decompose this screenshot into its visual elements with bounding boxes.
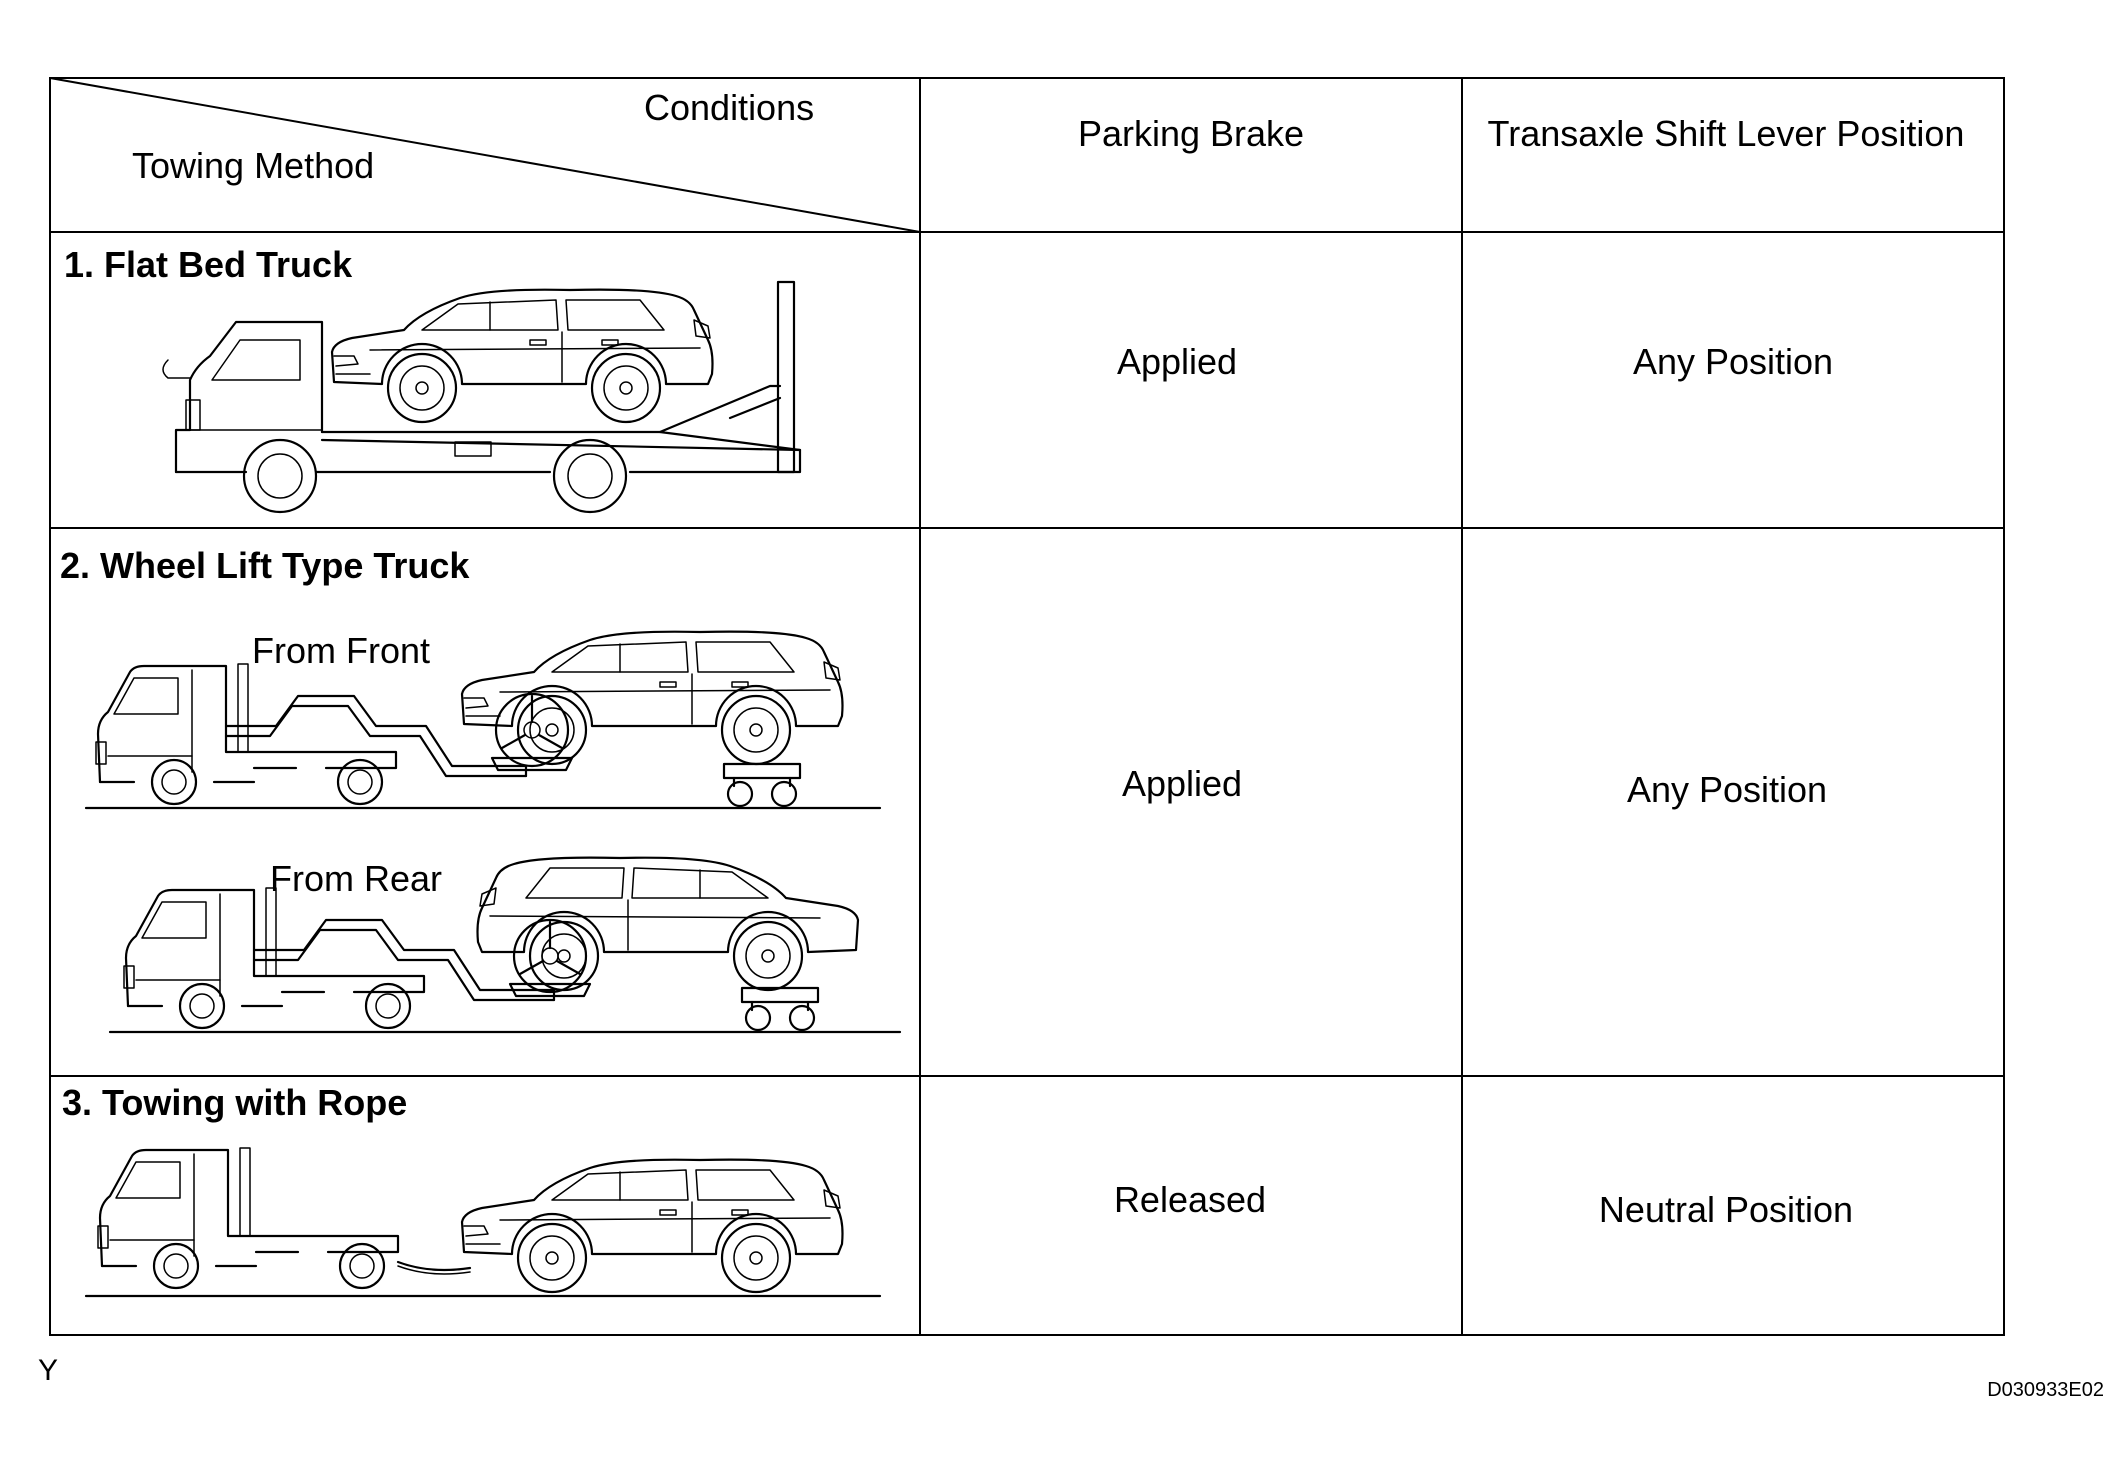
table-grid <box>49 77 2005 1336</box>
row3-parking-brake: Released <box>1114 1179 1266 1220</box>
wheel-lift-from-front-illustration <box>84 630 882 810</box>
header-diagonal <box>49 77 921 233</box>
row-title-wheel-lift: 2. Wheel Lift Type Truck <box>60 545 470 586</box>
from-rear-label: From Rear <box>270 858 442 899</box>
towing-with-rope-illustration <box>84 1146 882 1298</box>
tow-rope <box>396 1260 472 1272</box>
from-front-label: From Front <box>252 630 430 671</box>
flat-bed-truck-illustration <box>162 280 802 514</box>
shift-lever-header: Transaxle Shift Lever Position <box>1488 113 1965 154</box>
wheel-lift-from-rear-illustration <box>108 856 902 1034</box>
row2-parking-brake: Applied <box>1122 763 1242 804</box>
towing-method-label: Towing Method <box>132 145 374 186</box>
parking-brake-header: Parking Brake <box>1078 113 1304 154</box>
row1-parking-brake: Applied <box>1117 341 1237 382</box>
footer-left-code: Y <box>38 1354 58 1387</box>
row1-shift-position: Any Position <box>1633 341 1833 382</box>
row-title-flat-bed: 1. Flat Bed Truck <box>64 244 353 285</box>
figure-id: D030933E02 <box>1987 1379 2104 1401</box>
conditions-label: Conditions <box>644 87 814 128</box>
row-title-towing-rope: 3. Towing with Rope <box>62 1082 407 1123</box>
row3-shift-position: Neutral Position <box>1599 1189 1853 1230</box>
row2-shift-position: Any Position <box>1627 769 1827 810</box>
